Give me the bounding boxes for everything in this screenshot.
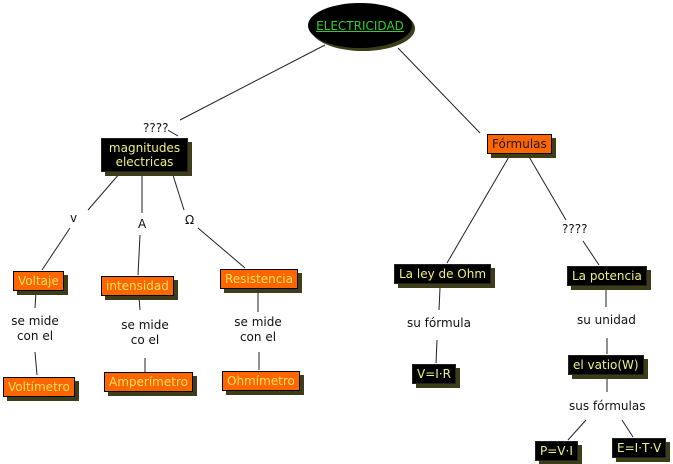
node-v-ir[interactable]: V=I·R <box>412 364 456 384</box>
link-label-v: v <box>70 211 78 226</box>
node-ohmimetro[interactable]: Ohmímetro <box>222 371 300 391</box>
node-voltimetro[interactable]: Voltímetro <box>3 377 75 397</box>
link-label-se-mide-3: se mide con el <box>231 315 285 345</box>
node-resistencia[interactable]: Resistencia <box>220 269 298 289</box>
link-label-right: ???? <box>562 222 588 237</box>
link-label-su-unidad: su unidad <box>577 313 636 328</box>
link-label-se-mide-2: se mide co el <box>118 318 172 348</box>
node-intensidad[interactable]: intensidad <box>101 276 174 296</box>
link-label-se-mide-1: se mide con el <box>8 314 62 344</box>
link-label-a: A <box>138 217 147 232</box>
root-node-electricidad[interactable]: ELECTRICIDAD <box>308 3 412 48</box>
node-amperimetro[interactable]: Amperímetro <box>104 372 193 392</box>
node-formulas[interactable]: Fórmulas <box>487 134 552 154</box>
node-p-vi[interactable]: P=V·I <box>535 441 578 461</box>
link-label-left: ???? <box>143 121 169 136</box>
node-magnitudes-electricas[interactable]: magnitudes electricas <box>101 138 188 172</box>
node-potencia[interactable]: La potencia <box>567 266 647 286</box>
node-vatio[interactable]: el vatio(W) <box>568 355 644 375</box>
node-e-itv[interactable]: E=I·T·V <box>612 438 667 458</box>
link-label-omega: Ω <box>185 213 195 228</box>
node-voltaje[interactable]: Voltaje <box>13 271 64 291</box>
link-label-su-formula: su fórmula <box>407 316 471 331</box>
root-link[interactable]: ELECTRICIDAD <box>316 18 404 33</box>
link-label-sus-formulas: sus fórmulas <box>569 399 646 414</box>
node-ley-de-ohm[interactable]: La ley de Ohm <box>394 264 492 284</box>
